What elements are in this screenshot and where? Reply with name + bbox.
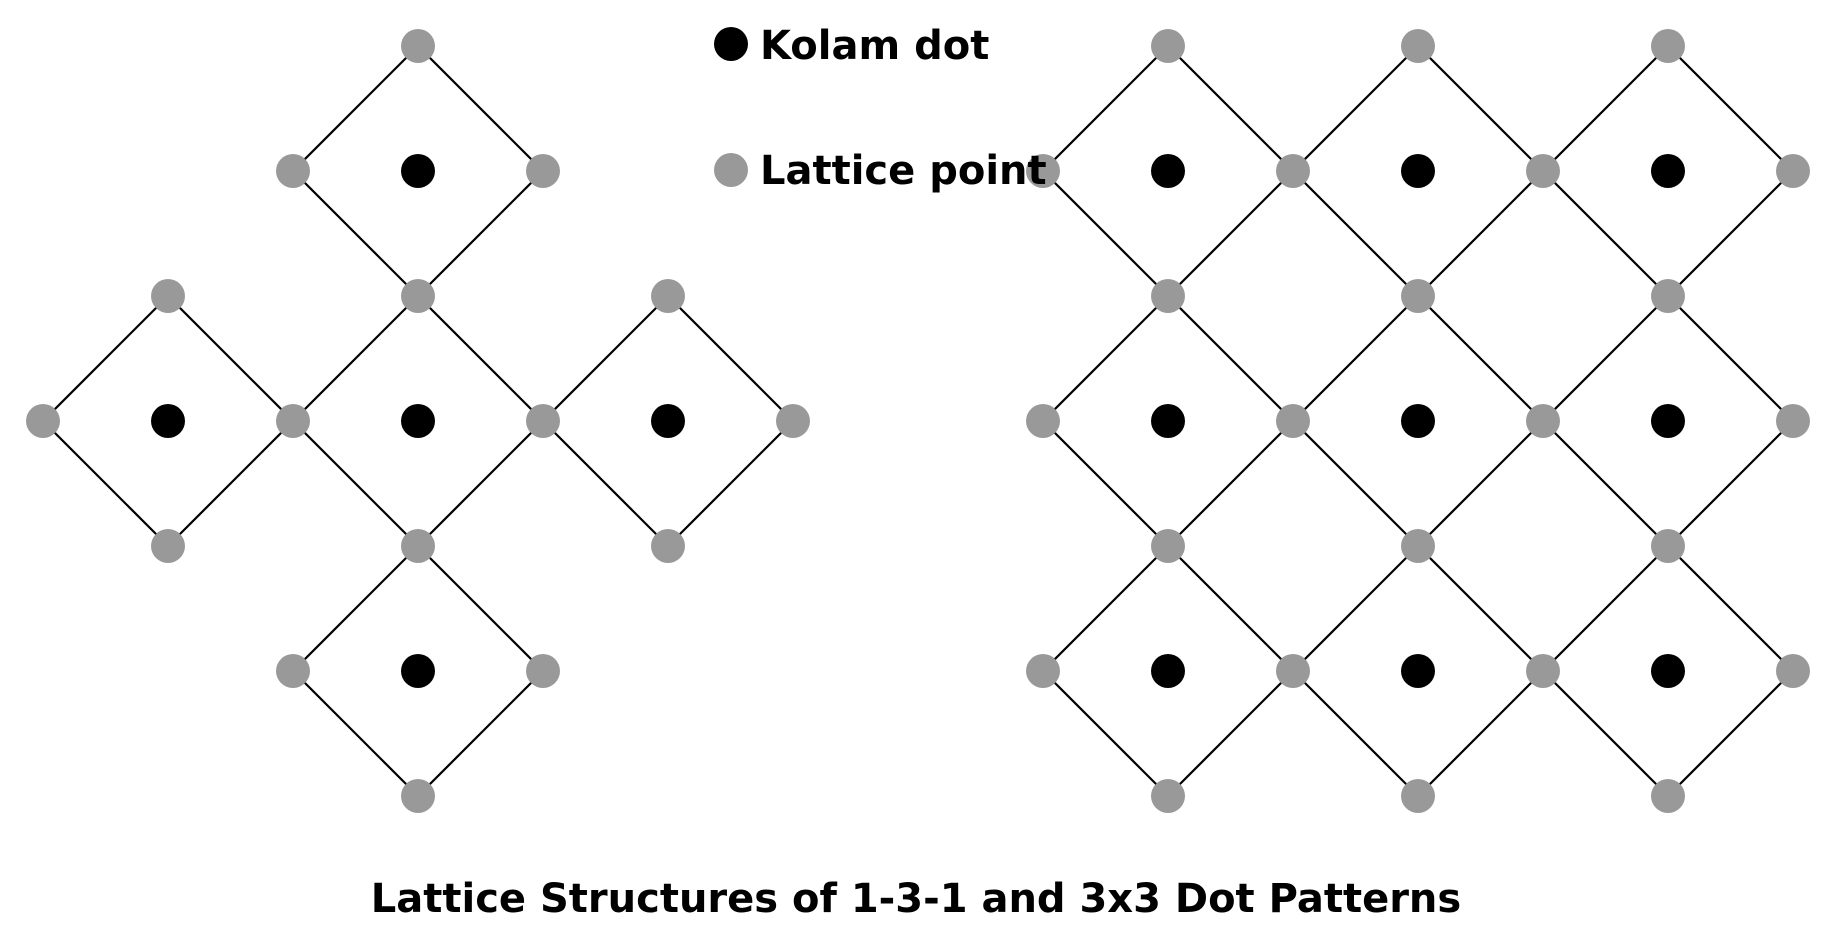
lattice-point	[1526, 654, 1560, 688]
lattice-point	[526, 404, 560, 438]
lattice-point	[1151, 279, 1185, 313]
kolam-dot	[1151, 154, 1185, 188]
lattice-point	[1401, 779, 1435, 813]
lattice-point	[401, 779, 435, 813]
kolam-dot	[1401, 154, 1435, 188]
legend-lattice-point-marker	[714, 153, 748, 187]
kolam-dot	[401, 654, 435, 688]
lattice-point	[526, 654, 560, 688]
lattice-point	[1401, 29, 1435, 63]
diagram-title: Lattice Structures of 1-3-1 and 3x3 Dot …	[371, 876, 1461, 922]
lattice-point	[1151, 29, 1185, 63]
lattice-point	[1276, 404, 1310, 438]
pattern-3x3-lattice-points	[1026, 29, 1810, 813]
kolam-dot	[1401, 404, 1435, 438]
pattern-1-3-1	[26, 29, 810, 813]
pattern-1-3-1-kolam-dots	[151, 154, 685, 688]
lattice-point	[401, 29, 435, 63]
lattice-point	[1776, 404, 1810, 438]
kolam-dot	[401, 404, 435, 438]
lattice-point	[401, 529, 435, 563]
lattice-point	[401, 279, 435, 313]
lattice-point	[1276, 154, 1310, 188]
lattice-point	[1026, 654, 1060, 688]
lattice-point	[1026, 404, 1060, 438]
lattice-point	[651, 529, 685, 563]
kolam-dot	[1651, 654, 1685, 688]
lattice-point	[1651, 29, 1685, 63]
lattice-point	[276, 154, 310, 188]
kolam-dot	[1651, 154, 1685, 188]
legend-kolam-dot-label: Kolam dot	[760, 23, 989, 69]
lattice-point	[1776, 654, 1810, 688]
kolam-dot	[1401, 654, 1435, 688]
kolam-dot	[151, 404, 185, 438]
kolam-dot	[651, 404, 685, 438]
lattice-point	[151, 279, 185, 313]
lattice-point	[276, 654, 310, 688]
lattice-point	[1526, 154, 1560, 188]
legend-lattice-point-label: Lattice point	[760, 148, 1047, 194]
lattice-point	[651, 279, 685, 313]
lattice-point	[526, 154, 560, 188]
pattern-1-3-1-lattice-points	[26, 29, 810, 813]
kolam-dot	[1151, 654, 1185, 688]
lattice-point	[1276, 654, 1310, 688]
lattice-point	[1026, 154, 1060, 188]
lattice-point	[1151, 779, 1185, 813]
lattice-point	[151, 529, 185, 563]
pattern-3x3-kolam-dots	[1151, 154, 1685, 688]
lattice-point	[1526, 404, 1560, 438]
lattice-point	[26, 404, 60, 438]
lattice-point	[1651, 529, 1685, 563]
kolam-dot	[1151, 404, 1185, 438]
lattice-point	[776, 404, 810, 438]
lattice-point	[1651, 779, 1685, 813]
legend: Kolam dot Lattice point	[714, 23, 1047, 194]
pattern-3x3	[1026, 29, 1810, 813]
legend-kolam-dot-marker	[714, 27, 748, 61]
lattice-point	[276, 404, 310, 438]
kolam-dot	[401, 154, 435, 188]
lattice-point	[1776, 154, 1810, 188]
lattice-point	[1651, 279, 1685, 313]
lattice-point	[1401, 279, 1435, 313]
lattice-point	[1401, 529, 1435, 563]
lattice-point	[1151, 529, 1185, 563]
kolam-dot	[1651, 404, 1685, 438]
